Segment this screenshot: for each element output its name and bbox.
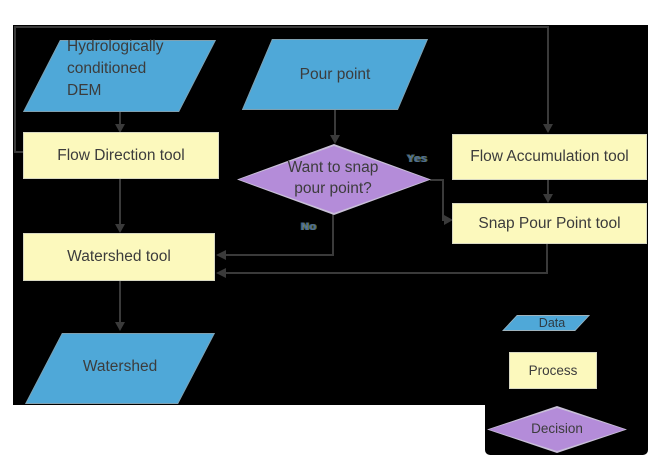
arrowhead-icon	[330, 135, 340, 144]
node-flow-direction: Flow Direction tool	[23, 132, 219, 179]
edge-flowdirection-watershedtool	[119, 179, 121, 225]
arrowhead-icon	[216, 250, 226, 260]
legend-decision-label: Decision	[531, 421, 583, 436]
edge-dem-flowdirection	[119, 112, 121, 126]
edge-label-no: No	[301, 221, 317, 233]
edge-flowdirection-flowaccumulation	[547, 26, 549, 126]
edge-flowdirection-flowaccumulation	[14, 26, 549, 28]
node-dem-label: Hydrologically conditioned DEM	[67, 38, 164, 99]
edge-decision-no	[225, 254, 334, 256]
legend-data-label: Data	[538, 316, 566, 330]
node-snap-pour-point: Snap Pour Point tool	[452, 203, 647, 244]
legend-process: Process	[509, 352, 597, 389]
edge-decision-yes	[430, 179, 444, 181]
arrowhead-icon	[115, 224, 125, 233]
edge-decision-no	[332, 214, 334, 256]
node-flow-accumulation: Flow Accumulation tool	[452, 134, 647, 180]
node-watershed-tool: Watershed tool	[23, 233, 215, 281]
arrowhead-icon	[115, 124, 125, 133]
edge-label-yes: Yes	[407, 153, 428, 165]
node-pour-point-label: Pour point	[299, 66, 371, 83]
edge-flowdirection-flowaccumulation	[14, 151, 24, 153]
node-watershed-label: Watershed	[82, 358, 158, 375]
edge-flowaccumulation-snappourpoint	[547, 180, 549, 196]
edge-decision-yes	[442, 179, 444, 221]
node-decision-label: Want to snap pour point?	[287, 159, 379, 197]
edge-snappourpoint-watershedtool	[546, 244, 548, 274]
arrowhead-icon	[444, 215, 453, 225]
arrowhead-icon	[543, 194, 553, 203]
edge-pourpoint-decision	[334, 110, 336, 137]
arrowhead-icon	[543, 124, 553, 133]
edge-snappourpoint-watershedtool	[225, 272, 548, 274]
edge-flowdirection-flowaccumulation	[14, 26, 16, 153]
arrowhead-icon	[216, 268, 226, 278]
edge-watershedtool-watershed	[119, 281, 121, 324]
arrowhead-icon	[115, 322, 125, 331]
